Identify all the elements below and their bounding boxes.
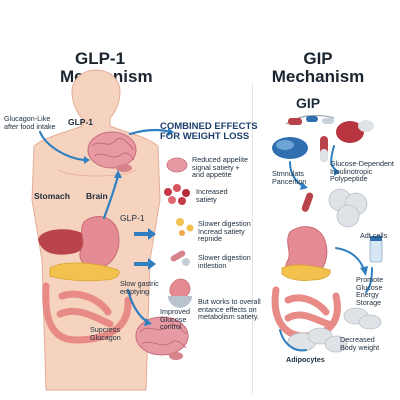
slow-gastric-label: Slow gastric emptying [120, 279, 159, 296]
effect-item-4: Slower digestion intlestion [198, 253, 251, 270]
arrow-vial-down [365, 267, 373, 293]
glucagon-like-label: Glucagon-Like after food intake [4, 114, 56, 131]
adipocytes-cluster [287, 327, 348, 353]
panel-divider [252, 84, 253, 394]
effect-item-2: Increased satiety [196, 187, 228, 204]
arrow-stomach-to-promote [335, 247, 365, 271]
promote-label: Promote Glucose Energy Storage [356, 275, 384, 307]
arrow-short-1 [134, 232, 148, 236]
adt-cells-label: Adt cells [360, 231, 388, 240]
pancreas-icon-right [281, 264, 331, 281]
suppress-glucagon-label: Supcress Glucagon [90, 325, 121, 342]
stimulates-pancretion-label: Stmnulats Pancertion [272, 169, 307, 186]
molecule-segment-blue [306, 116, 318, 122]
effect-item-1: Reduced appelite signal satiety + and ap… [192, 155, 248, 180]
arrow-short-2 [134, 262, 148, 266]
effect-icon-bowl [168, 296, 192, 308]
arrow-gut-to-brain [102, 174, 120, 220]
vial-icon [369, 236, 383, 263]
stomach-label: Stomach [34, 191, 70, 201]
arrow-to-adipocytes [279, 329, 307, 352]
liver-icon [38, 229, 87, 255]
effect-icon-brain [166, 157, 188, 173]
effect-item-3: Slower digestion Incread satiety repnide [198, 219, 251, 244]
intestines-icon-right [271, 286, 341, 340]
molecule-segment-grey [322, 118, 334, 124]
grey-cells-upper [328, 188, 368, 228]
effect-icon-pills [176, 218, 194, 236]
receptor-blob-red [336, 121, 364, 143]
gip-label: GIP [296, 95, 321, 111]
effect-icon-digestion [170, 250, 190, 266]
combined-effects-heading: COMBINED EFFECTS FOR WEIGHT LOSS [160, 121, 258, 142]
effect-icon-cells [164, 184, 190, 205]
effect-item-5: Improved Glucose control [160, 307, 190, 332]
brain-icon-lower [135, 316, 189, 360]
blue-capsule-icon [272, 137, 308, 159]
decreased-cells [343, 307, 382, 330]
gip-title: GIP Mechanism [271, 49, 365, 86]
brain-label: Brain [86, 191, 108, 201]
molecule-segment-red [288, 118, 302, 125]
adipocytes-label: Adipocytes [286, 355, 325, 364]
small-pill-icon [301, 192, 314, 212]
pancreas-icon [49, 262, 120, 282]
effects-footnote: But works to overall entance effects on … [198, 297, 261, 322]
glp1-mid-label: GLP-1 [120, 213, 145, 223]
gdip-label: Glucose-Dependent Insulinotropic Polypep… [330, 159, 394, 184]
glp1-head-label: GLP-1 [68, 117, 94, 127]
brain-icon-upper [87, 131, 137, 172]
decreased-body-weight-label: Decreased Body weight [340, 335, 380, 352]
arrow-food-to-gut [38, 130, 86, 162]
intestines-icon [42, 282, 132, 344]
